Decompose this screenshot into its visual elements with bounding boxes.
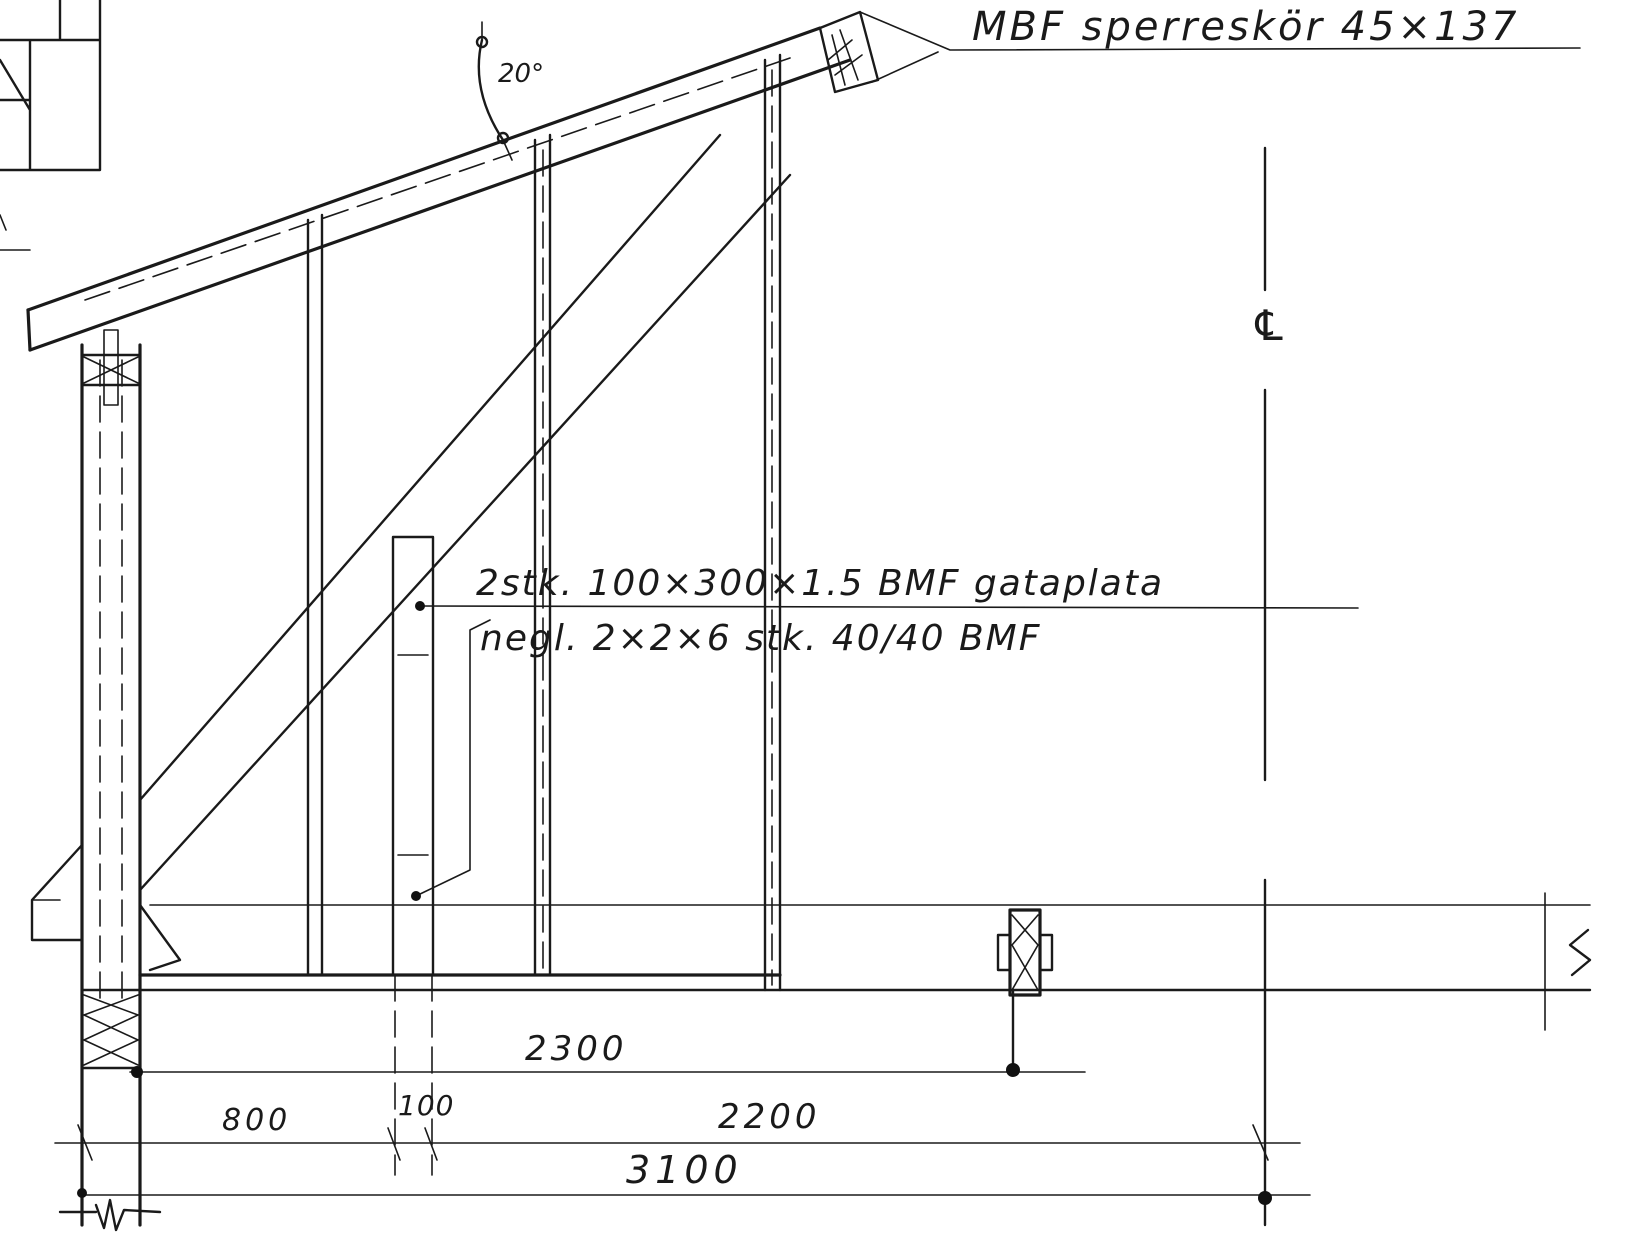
dimension-2200: 2200 <box>718 1097 821 1137</box>
angle-label: 20° <box>498 59 544 89</box>
joist-section <box>996 908 1054 1072</box>
angle-indicator <box>475 21 513 161</box>
dimension-3100: 3100 <box>626 1148 743 1192</box>
nailing-label: negl. 2×2×6 stk. 40/40 BMF <box>480 618 1041 659</box>
centerline-symbol: ℄ <box>1250 301 1288 350</box>
dimension-100: 100 <box>398 1089 454 1122</box>
partial-detail-top-left <box>0 0 102 251</box>
left-post <box>58 329 162 1232</box>
bottom-chord <box>138 892 1592 1031</box>
rafter-label: MBF sperreskör 45×137 <box>972 4 1519 50</box>
dimension-800: 800 <box>222 1103 291 1138</box>
rafter <box>26 10 1581 352</box>
vertical-studs <box>306 53 782 992</box>
diagonal-braces <box>138 133 792 892</box>
dimension-lines <box>54 1063 1311 1205</box>
dimension-2300: 2300 <box>525 1029 628 1069</box>
eave-bracket <box>30 843 182 972</box>
splice-plate-label: 2stk. 100×300×1.5 BMF gataplata <box>476 563 1164 604</box>
